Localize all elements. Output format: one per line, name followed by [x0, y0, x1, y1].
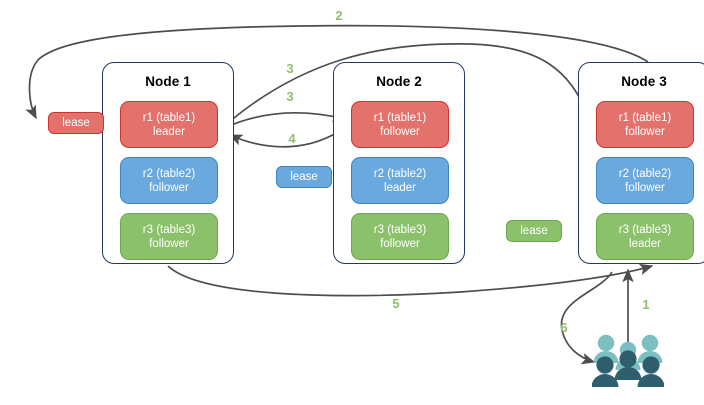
arrow-step-5 [167, 263, 654, 297]
replica-n3-r3[interactable]: r3 (table3) leader [596, 213, 694, 260]
lease-badge-r2[interactable]: lease [276, 166, 332, 188]
replica-name: r2 (table2) [373, 167, 427, 180]
node-title: Node 2 [376, 74, 422, 89]
replica-n3-r2[interactable]: r2 (table2) follower [596, 157, 694, 204]
lease-label: lease [520, 225, 548, 237]
lease-badge-r1[interactable]: lease [48, 112, 104, 134]
node-title: Node 3 [621, 74, 667, 89]
step-label-3-node3: 3 [286, 61, 294, 76]
replica-name: r1 (table1) [373, 111, 427, 124]
node-title: Node 1 [145, 74, 191, 89]
node-container-2[interactable]: Node 2 r1 (table1) follower r2 (table2) … [333, 62, 465, 264]
step-label-4: 4 [288, 131, 296, 146]
replica-n3-r1[interactable]: r1 (table1) follower [596, 101, 694, 148]
step-label-6: 6 [560, 320, 568, 335]
replica-n1-r1[interactable]: r1 (table1) leader [120, 101, 218, 148]
step-label-2: 2 [335, 8, 343, 23]
replica-role: follower [380, 125, 420, 138]
replica-role: follower [625, 181, 665, 194]
replica-name: r1 (table1) [142, 111, 196, 124]
step-label-5: 5 [392, 296, 400, 311]
replica-name: r2 (table2) [618, 167, 672, 180]
replica-n2-r2[interactable]: r2 (table2) leader [351, 157, 449, 204]
replica-name: r1 (table1) [618, 111, 672, 124]
replica-role: leader [629, 237, 661, 250]
replica-role: leader [384, 181, 416, 194]
replica-name: r3 (table3) [373, 223, 427, 236]
lease-label: lease [290, 171, 318, 183]
lease-badge-r3[interactable]: lease [506, 220, 562, 242]
lease-label: lease [62, 117, 90, 129]
replica-role: follower [625, 125, 665, 138]
replica-name: r2 (table2) [142, 167, 196, 180]
arrow-step-3-to-node2 [223, 110, 347, 129]
node-container-1[interactable]: Node 1 r1 (table1) leader r2 (table2) fo… [102, 62, 234, 264]
step-label-3-node2: 3 [286, 89, 294, 104]
replica-n2-r1[interactable]: r1 (table1) follower [351, 101, 449, 148]
replica-role: follower [149, 237, 189, 250]
replica-name: r3 (table3) [618, 223, 672, 236]
node-container-3[interactable]: Node 3 r1 (table1) follower r2 (table2) … [578, 62, 704, 264]
replica-n2-r3[interactable]: r3 (table3) follower [351, 213, 449, 260]
replica-name: r3 (table3) [142, 223, 196, 236]
step-label-1: 1 [642, 297, 650, 312]
replica-n1-r2[interactable]: r2 (table2) follower [120, 157, 218, 204]
replica-role: follower [380, 237, 420, 250]
replica-role: follower [149, 181, 189, 194]
replica-role: leader [153, 125, 185, 138]
replica-n1-r3[interactable]: r3 (table3) follower [120, 213, 218, 260]
users-icon [592, 334, 664, 387]
